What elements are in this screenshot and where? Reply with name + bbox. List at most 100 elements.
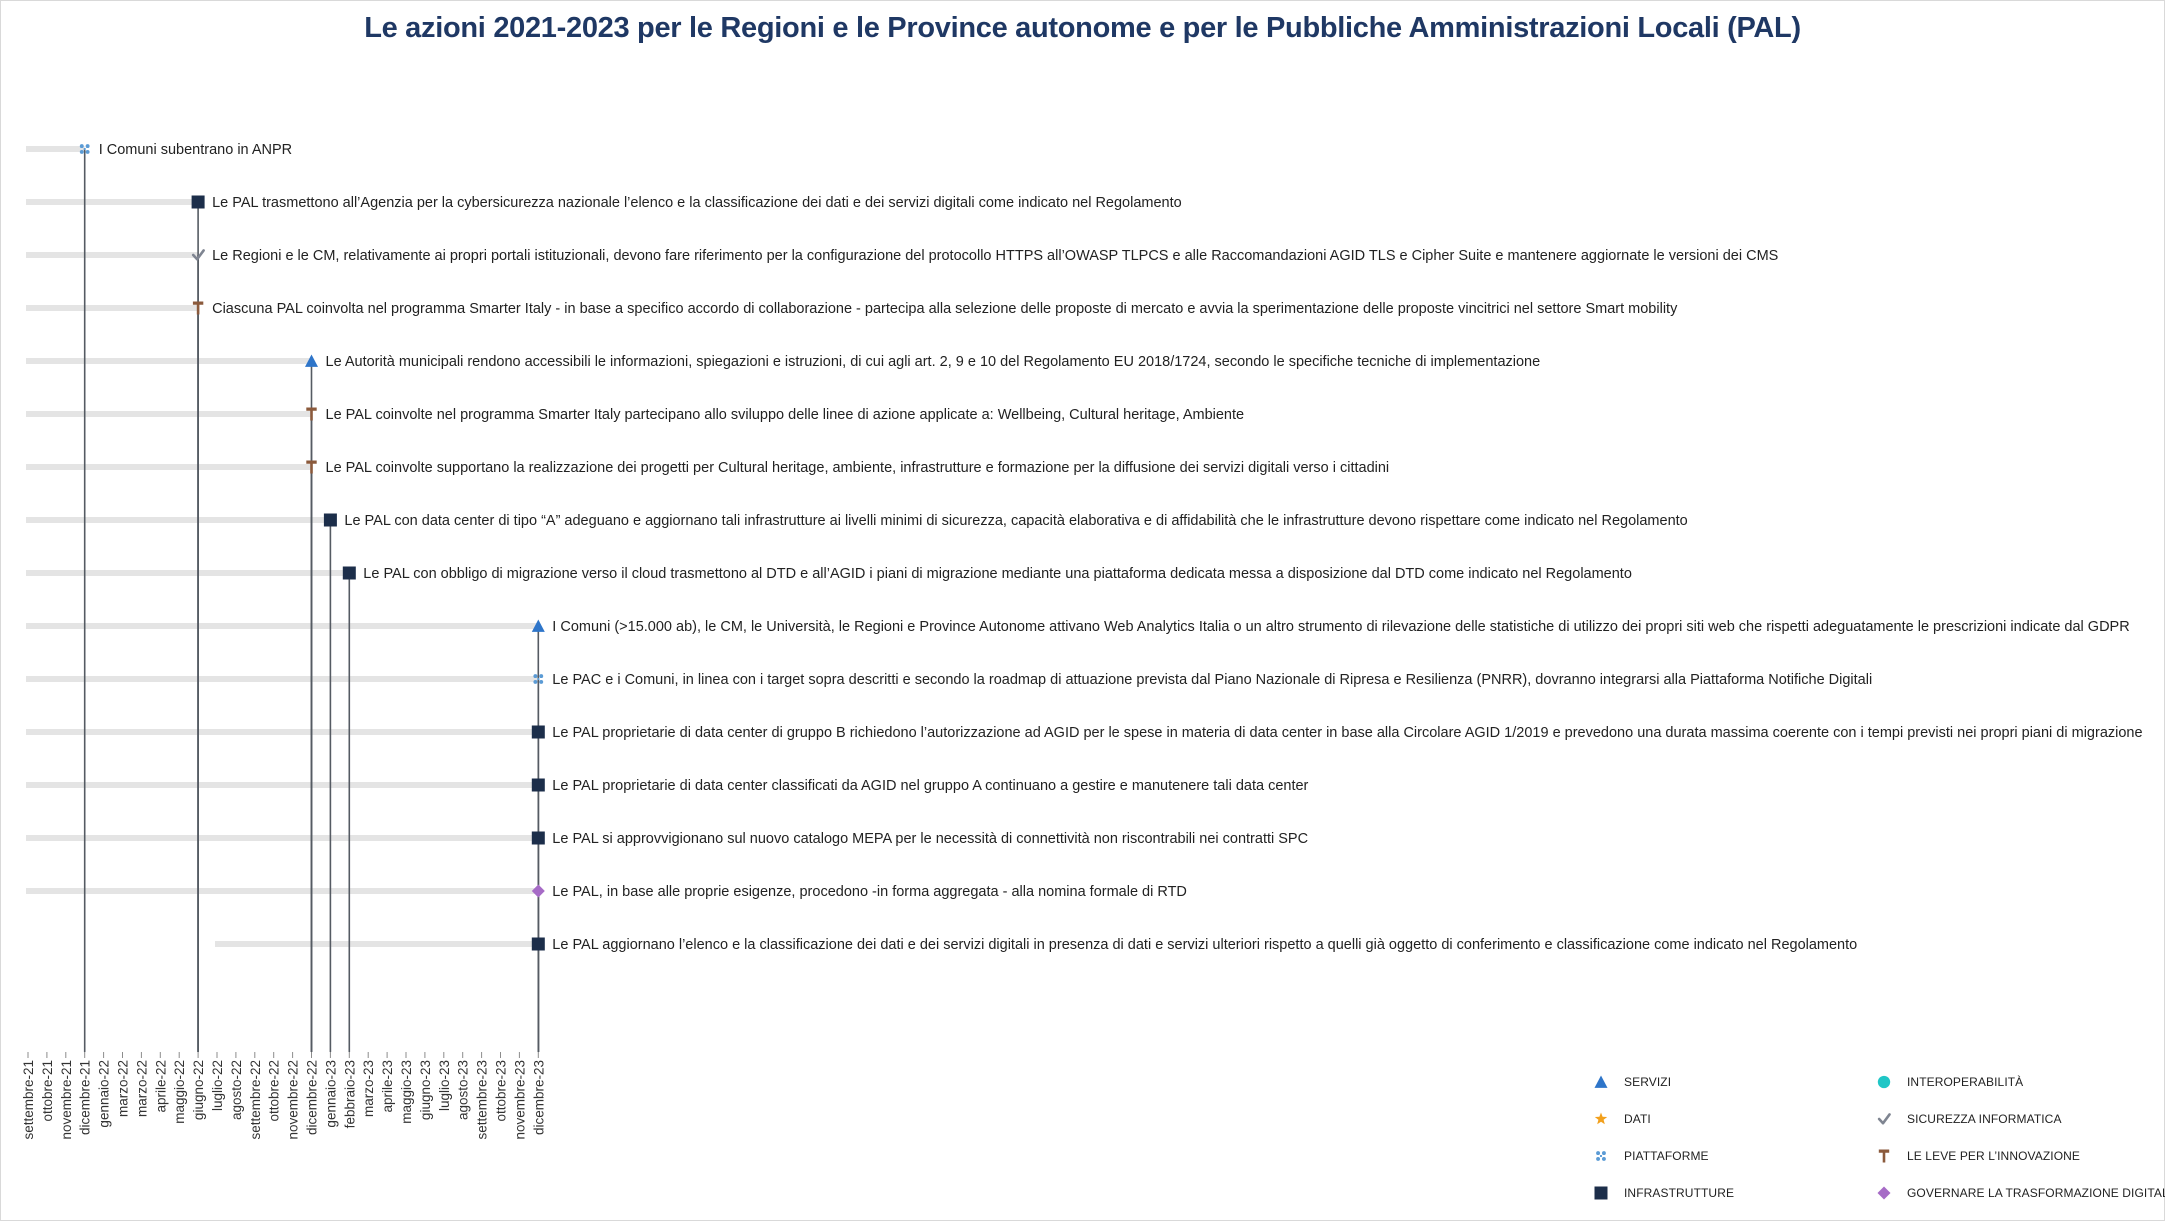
x-tick-label: dicembre-21 [78,1060,93,1135]
event-marker-hammer-icon [306,407,317,421]
puzzle-icon [1596,1151,1606,1161]
legend-item-infrastrutture: INFRASTRUTTURE [1590,1181,1734,1205]
event-bar [26,570,350,576]
event-bar [26,252,199,258]
event-marker-diamond-icon [531,884,545,898]
event-label: Le PAC e i Comuni, in linea con i target… [552,672,1872,688]
event-label: I Comuni (>15.000 ab), le CM, le Univers… [552,619,2129,635]
event-label: Le PAL coinvolte nel programma Smarter I… [326,407,1245,423]
event-marker-hammer-icon [192,301,204,315]
event-marker-hammer-icon [306,460,317,474]
square-icon [1594,1186,1608,1200]
x-tick-label: ottobre-23 [494,1060,509,1122]
event-bar [26,676,539,682]
legend-item-servizi: SERVIZI [1590,1070,1671,1094]
x-tick-label: gennaio-22 [97,1060,112,1128]
x-tick-label: luglio-23 [437,1060,452,1111]
x-tick-label: ottobre-21 [40,1060,55,1122]
event-label: Le PAL proprietarie di data center di gr… [552,725,2142,741]
legend-label: INTEROPERABILITÀ [1907,1075,2024,1089]
event-label: Le PAL aggiornano l’elenco e la classifi… [552,937,1857,953]
event-marker-puzzle-icon [79,144,90,154]
event-bar [26,623,539,629]
diamond-icon [1877,1186,1891,1200]
x-tick-label: aprile-22 [153,1060,168,1113]
event-bar [26,146,85,152]
check-icon [1877,1113,1891,1125]
x-tick-label: dicembre-22 [305,1060,320,1135]
x-tick-label: novembre-22 [286,1060,301,1140]
event-label: Le PAL con obbligo di migrazione verso i… [363,566,1632,582]
x-tick-label: agosto-22 [229,1060,244,1120]
event-marker-square-icon [531,725,545,739]
legend-label: DATI [1624,1112,1651,1126]
x-tick-label: febbraio-23 [342,1060,357,1128]
star-icon [1594,1112,1608,1125]
legend-item-sicurezza: SICUREZZA INFORMATICA [1873,1107,2062,1131]
x-tick-label: gennaio-23 [323,1060,338,1128]
legend-label: SICUREZZA INFORMATICA [1907,1112,2062,1126]
event-marker-square-icon [323,513,337,527]
event-label: I Comuni subentrano in ANPR [99,142,292,158]
legend: SERVIZI INTEROPERABILITÀ DATI SICUREZZA INF… [1590,1070,2165,1210]
event-label: Le PAL si approvvigionano sul nuovo cata… [552,831,1308,847]
x-tick-label: ottobre-22 [267,1060,282,1122]
x-tick-label: luglio-22 [210,1060,225,1111]
event-bar [26,199,199,205]
x-tick-label: settembre-23 [475,1060,490,1140]
hammer-icon [1878,1149,1890,1163]
event-bar [26,464,312,470]
event-marker-square-icon [531,778,545,792]
circle-icon [1877,1075,1891,1089]
x-tick-label: marzo-22 [116,1060,131,1117]
event-label: Ciascuna PAL coinvolta nel programma Sma… [212,301,1678,317]
event-label: Le PAL proprietarie di data center class… [552,778,1308,794]
x-tick-label: settembre-21 [21,1060,36,1140]
legend-label: LE LEVE PER L’INNOVAZIONE [1907,1149,2081,1163]
x-tick-label: aprile-23 [380,1060,395,1113]
event-bar [26,835,539,841]
event-bar [26,888,539,894]
event-label: Le PAL trasmettono all’Agenzia per la cy… [212,195,1182,211]
legend-item-interoperabilita: INTEROPERABILITÀ [1873,1070,2023,1094]
event-bar [26,782,539,788]
legend-label: SERVIZI [1624,1075,1672,1089]
legend-item-piattaforme: PIATTAFORME [1590,1144,1709,1168]
event-marker-triangle-icon [305,354,318,367]
x-tick-label: maggio-22 [172,1060,187,1124]
legend-item-governare: GOVERNARE LA TRASFORMAZIONE DIGITALE [1873,1181,2165,1205]
event-label: Le PAL coinvolte supportano la realizzaz… [326,460,1390,476]
event-bar [26,729,539,735]
event-label: Le Regioni e le CM, relativamente ai pro… [212,248,1778,264]
chart-title: Le azioni 2021-2023 per le Regioni e le … [364,12,1801,44]
event-marker-check-icon [191,249,205,261]
event-bar [26,358,312,364]
event-bar [26,411,312,417]
legend-label: PIATTAFORME [1624,1149,1709,1163]
x-tick-label: giugno-22 [191,1060,206,1120]
x-tick-label: dicembre-23 [531,1060,546,1135]
event-marker-puzzle-icon [533,674,544,684]
x-tick-label: novembre-21 [59,1060,74,1140]
legend-item-dati: DATI [1590,1107,1651,1131]
x-tick-label: novembre-23 [512,1060,527,1140]
event-marker-triangle-icon [531,619,545,632]
event-bar [215,941,539,947]
x-tick-label: giugno-23 [418,1060,433,1120]
legend-label: GOVERNARE LA TRASFORMAZIONE DIGITALE [1907,1186,2165,1200]
event-marker-square-icon [531,937,545,951]
event-label: Le PAL con data center di tipo “A” adegu… [344,513,1687,529]
event-marker-square-icon [342,566,356,580]
event-label: Le Autorità municipali rendono accessibi… [326,354,1541,370]
event-bar [26,305,199,311]
triangle-icon [1594,1075,1608,1088]
x-tick-label: settembre-22 [248,1060,263,1140]
event-bar [26,517,331,523]
x-tick-label: marzo-22 [134,1060,149,1117]
event-marker-square-icon [531,831,545,845]
x-tick-label: agosto-23 [456,1060,471,1120]
legend-item-leve: LE LEVE PER L’INNOVAZIONE [1873,1144,2080,1168]
event-label: Le PAL, in base alle proprie esigenze, p… [552,884,1187,900]
